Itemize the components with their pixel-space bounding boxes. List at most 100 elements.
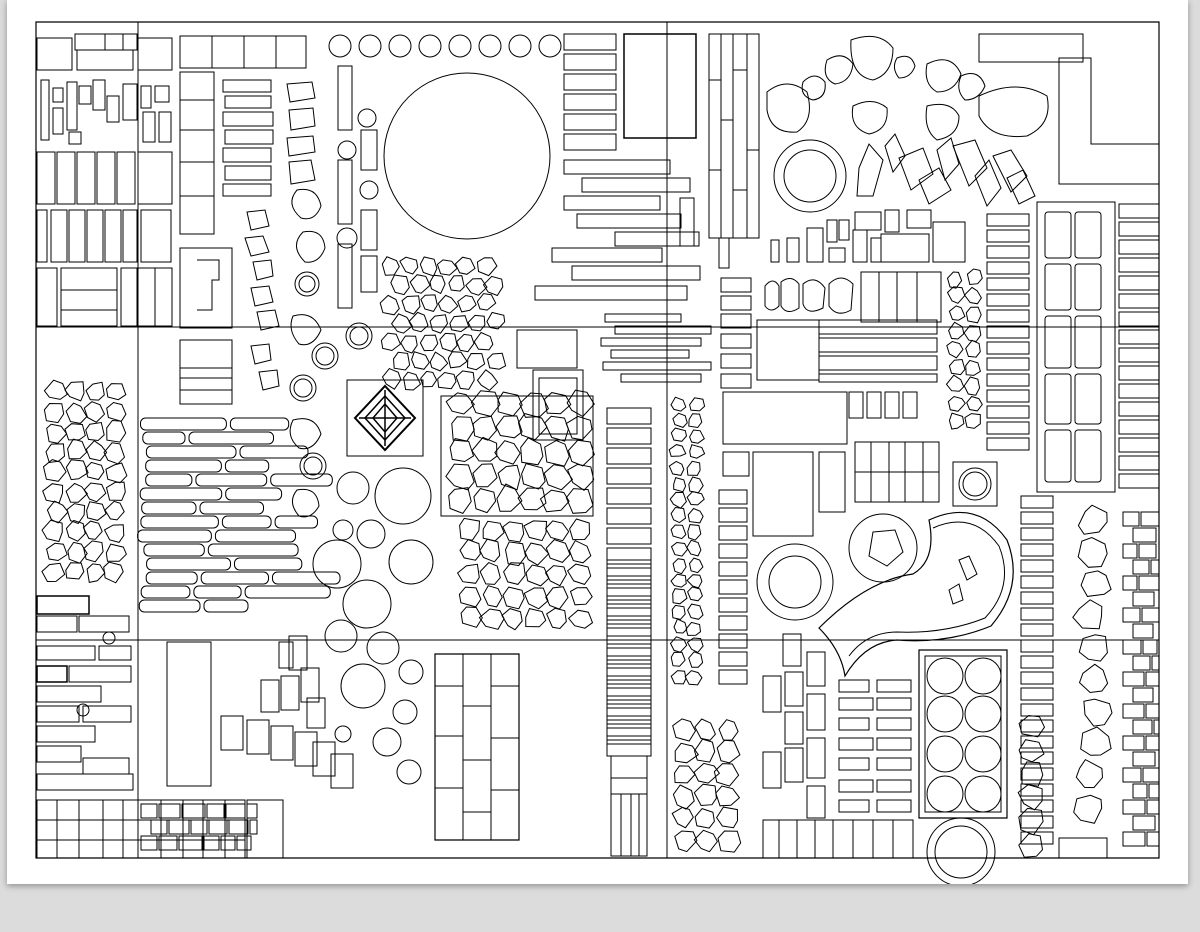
plank-stone bbox=[222, 516, 271, 528]
stone-piece bbox=[526, 565, 549, 586]
slab bbox=[607, 468, 651, 484]
slabs bbox=[607, 408, 747, 756]
stone-piece bbox=[488, 353, 506, 369]
stone-piece bbox=[487, 313, 505, 329]
stone-piece bbox=[525, 543, 549, 565]
stone-piece bbox=[504, 563, 526, 585]
brick bbox=[1143, 768, 1159, 782]
stone-piece bbox=[567, 390, 594, 416]
stone-piece bbox=[448, 352, 467, 368]
stone-piece bbox=[948, 287, 965, 304]
plank-stone bbox=[208, 544, 298, 556]
stone-piece bbox=[502, 609, 522, 630]
stone-piece bbox=[674, 619, 687, 633]
stone-piece bbox=[689, 477, 703, 493]
stone-piece bbox=[503, 522, 524, 542]
stone-piece bbox=[688, 509, 703, 523]
stone-piece bbox=[1078, 505, 1107, 534]
stone-piece bbox=[457, 334, 474, 351]
slab-pavers bbox=[611, 634, 1107, 858]
brick bbox=[1141, 512, 1159, 526]
brick bbox=[179, 836, 202, 850]
brick-edging-left bbox=[141, 804, 257, 850]
crazy-paving bbox=[380, 257, 505, 391]
brick bbox=[226, 804, 245, 818]
brick bbox=[1151, 560, 1159, 574]
brick bbox=[1133, 528, 1156, 542]
stone-piece bbox=[1078, 538, 1107, 568]
stone-piece bbox=[965, 287, 982, 303]
stone-piece bbox=[409, 312, 428, 331]
slab bbox=[987, 262, 1029, 274]
plank-stone bbox=[189, 432, 274, 444]
stone-piece bbox=[688, 587, 703, 601]
stone-piece bbox=[526, 609, 546, 627]
stone-piece bbox=[686, 622, 700, 635]
brick bbox=[1147, 832, 1159, 846]
brick bbox=[1142, 608, 1159, 622]
stone-piece bbox=[460, 540, 480, 561]
stone-piece bbox=[496, 416, 522, 438]
stone-piece bbox=[478, 370, 498, 391]
slab bbox=[1021, 624, 1053, 636]
slab bbox=[987, 374, 1029, 386]
brick bbox=[1147, 800, 1159, 814]
stone-piece bbox=[468, 315, 485, 331]
stone-piece bbox=[105, 501, 124, 520]
stone-piece bbox=[1076, 760, 1102, 788]
slab bbox=[1021, 576, 1053, 588]
stone-piece bbox=[719, 720, 738, 740]
stone-piece bbox=[1079, 635, 1107, 661]
stone-piece bbox=[672, 543, 688, 557]
brick bbox=[1146, 736, 1159, 750]
stone-piece bbox=[948, 397, 965, 412]
plank-stone bbox=[225, 460, 268, 472]
slab bbox=[607, 580, 651, 596]
slab bbox=[1021, 656, 1053, 668]
stone-piece bbox=[568, 464, 594, 490]
stone-piece bbox=[687, 638, 703, 652]
stone-piece bbox=[688, 604, 703, 619]
slab bbox=[607, 660, 651, 676]
slab bbox=[607, 548, 651, 564]
slab bbox=[719, 580, 747, 594]
stone-piece bbox=[566, 416, 592, 439]
stone-piece bbox=[44, 380, 67, 399]
slab bbox=[987, 406, 1029, 418]
stone-piece bbox=[695, 739, 715, 762]
brick bbox=[1139, 544, 1156, 558]
stone-piece bbox=[421, 295, 437, 312]
stone-piece bbox=[446, 464, 474, 490]
slab bbox=[1119, 402, 1159, 416]
pool-tiles bbox=[180, 36, 306, 404]
stone-piece bbox=[949, 322, 964, 339]
stone-piece bbox=[671, 508, 685, 523]
slab bbox=[719, 634, 747, 648]
stone-piece bbox=[947, 375, 964, 391]
stone-piece bbox=[480, 563, 500, 585]
curved-pond bbox=[819, 512, 1013, 676]
slab bbox=[1021, 720, 1053, 732]
stone-piece bbox=[671, 428, 686, 441]
slabs-right bbox=[987, 204, 1159, 844]
plank-pavers-right bbox=[721, 278, 939, 536]
brick bbox=[1123, 544, 1137, 558]
stone-piece bbox=[522, 464, 546, 490]
stone-piece bbox=[965, 414, 980, 429]
slab bbox=[1119, 258, 1159, 272]
plank-stone bbox=[146, 474, 192, 486]
stone-piece bbox=[474, 333, 493, 350]
stone-piece bbox=[459, 587, 481, 607]
stone-piece bbox=[717, 807, 738, 828]
slab bbox=[987, 294, 1029, 306]
slab bbox=[987, 278, 1029, 290]
plank-stone bbox=[144, 544, 204, 556]
stone-piece bbox=[546, 540, 570, 563]
stone-piece bbox=[717, 740, 740, 763]
stone-piece bbox=[87, 564, 105, 583]
plank-stone bbox=[141, 516, 219, 528]
stone-piece bbox=[545, 416, 569, 441]
stone-piece bbox=[541, 490, 570, 512]
round-stones bbox=[329, 35, 561, 308]
stone-piece bbox=[1018, 785, 1042, 810]
